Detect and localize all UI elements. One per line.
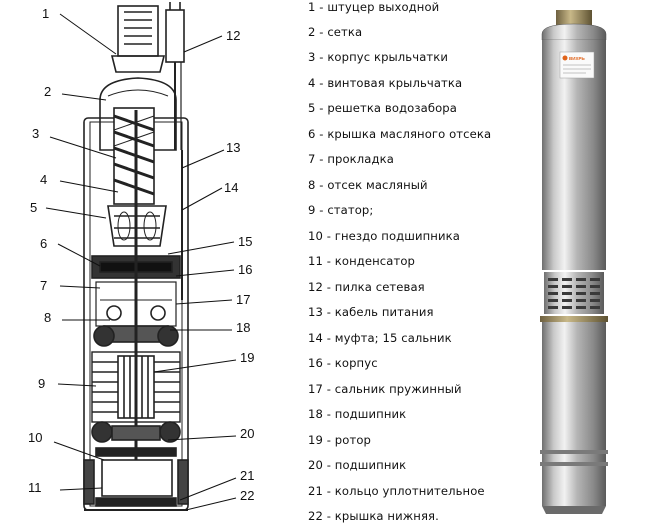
legend-item: 21 - кольцо уплотнительное: [308, 484, 485, 498]
callout-4: 4: [40, 172, 47, 187]
legend-item: 16 - корпус: [308, 356, 378, 370]
pump-product-photo: ВИХРЬ: [540, 10, 608, 514]
legend-item: 22 - крышка нижняя.: [308, 509, 439, 523]
legend-item: 13 - кабель питания: [308, 305, 434, 319]
parts-legend: 1 - штуцер выходной 2 - сетка 3 - корпус…: [308, 0, 538, 532]
callout-2: 2: [44, 84, 51, 99]
callout-16: 16: [238, 262, 252, 277]
callout-19: 19: [240, 350, 254, 365]
legend-item: 17 - сальник пружинный: [308, 382, 462, 396]
callout-7: 7: [40, 278, 47, 293]
callout-14: 14: [224, 180, 238, 195]
callout-6: 6: [40, 236, 47, 251]
legend-item: 6 - крышка масляного отсека: [308, 127, 492, 141]
callout-15: 15: [238, 234, 252, 249]
legend-item: 19 - ротор: [308, 433, 371, 447]
intake-grille-photo: [548, 278, 600, 309]
callout-8: 8: [44, 310, 51, 325]
brand-label-text: ВИХРЬ: [569, 56, 585, 61]
callout-20: 20: [240, 426, 254, 441]
impeller: [113, 107, 155, 205]
legend-item: 5 - решетка водозабора: [308, 101, 457, 115]
legend-item: 7 - прокладка: [308, 152, 394, 166]
legend-item: 12 - пилка сетевая: [308, 280, 425, 294]
legend-item: 8 - отсек масляный: [308, 178, 428, 192]
legend-item: 18 - подшипник: [308, 407, 407, 421]
legend-item: 11 - конденсатор: [308, 254, 415, 268]
legend-item: 10 - гнездо подшипника: [308, 229, 460, 243]
legend-item: 3 - корпус крыльчатки: [308, 50, 448, 64]
callout-18: 18: [236, 320, 250, 335]
brass-outlet: [556, 10, 592, 28]
legend-item: 20 - подшипник: [308, 458, 407, 472]
legend-item: 2 - сетка: [308, 25, 363, 39]
pump-cross-section-diagram: 1 2 3 4 5 6 7 8 9 10 11 12 13 14 15 16 1…: [28, 2, 254, 511]
callout-21: 21: [240, 468, 254, 483]
legend-item: 4 - винтовая крыльчатка: [308, 76, 463, 90]
outlet-fitting: [110, 5, 166, 73]
legend-item: 14 - муфта; 15 сальник: [308, 331, 452, 345]
callout-13: 13: [226, 140, 240, 155]
callout-10: 10: [28, 430, 42, 445]
callout-11: 11: [28, 480, 42, 495]
callout-5: 5: [30, 200, 37, 215]
legend-item: 1 - штуцер выходной: [308, 0, 440, 14]
power-plug: [165, 2, 185, 150]
callout-22: 22: [240, 488, 254, 503]
callout-17: 17: [236, 292, 250, 307]
callout-3: 3: [32, 126, 39, 141]
callout-9: 9: [38, 376, 45, 391]
legend-item: 9 - статор;: [308, 203, 374, 217]
callout-12: 12: [226, 28, 240, 43]
callout-1: 1: [42, 6, 49, 21]
